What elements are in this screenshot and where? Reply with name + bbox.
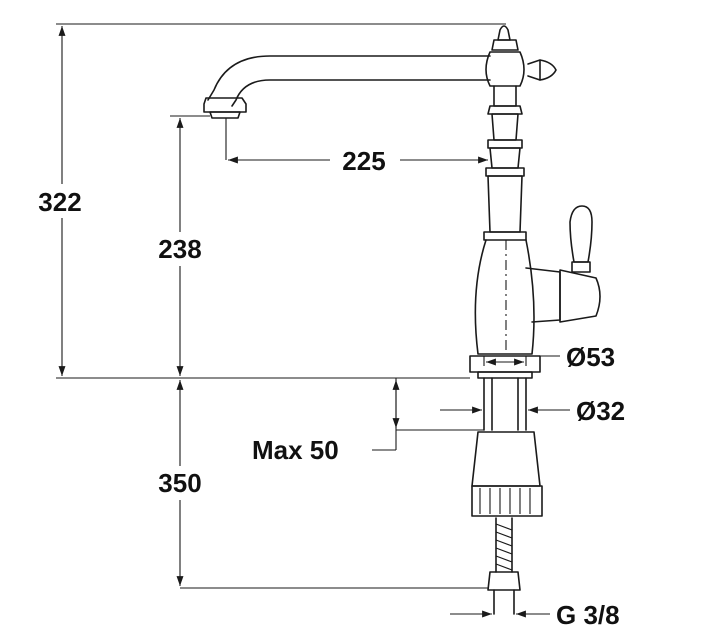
faucet-outline [203,25,601,615]
dimension-below-deck: 350 [146,380,212,586]
connection-label: G 3/8 [556,600,620,630]
dimension-base-diameter: Ø53 [486,342,615,372]
dimension-connection: G 3/8 [450,600,620,630]
dimension-max-deck: Max 50 [252,380,400,465]
below-deck-label: 350 [158,468,201,498]
total-height-label: 322 [38,187,81,217]
dimension-spout-height: 238 [146,118,212,376]
body-diameter-label: Ø32 [576,396,625,426]
extension-lines [56,23,527,589]
base-diameter-label: Ø53 [566,342,615,372]
dimension-body-diameter: Ø32 [440,396,625,426]
dimension-spout-reach: 225 [228,144,488,176]
dimension-total-height: 322 [30,26,92,376]
spout-reach-label: 225 [342,146,385,176]
max-deck-label: Max 50 [252,435,339,465]
spout-height-label: 238 [158,234,201,264]
